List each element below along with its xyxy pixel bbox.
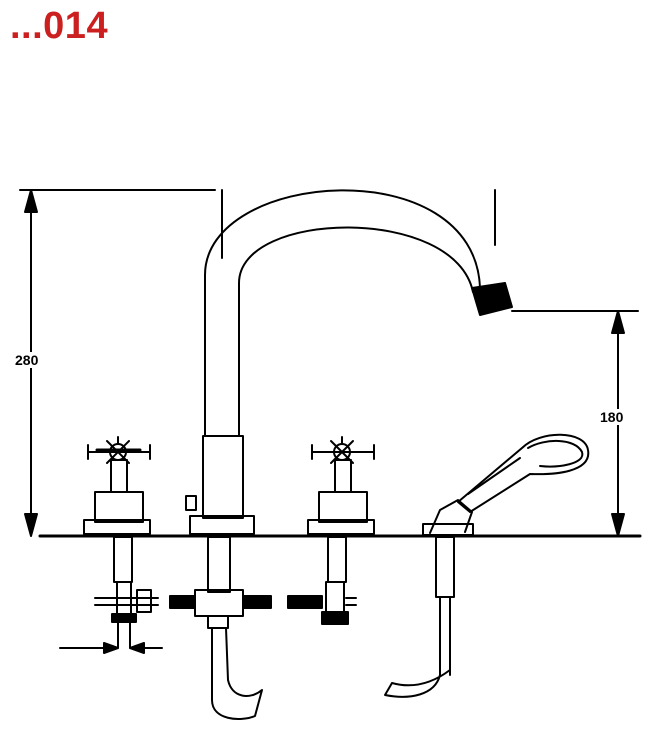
extension-lines <box>221 189 496 259</box>
dimension-label-280: 280 <box>13 352 41 368</box>
under-deck-center-mixer <box>169 536 272 720</box>
spout <box>185 189 513 535</box>
dimension-label-180: 180 <box>598 409 626 425</box>
product-code-title: ...014 <box>10 5 109 47</box>
under-deck-left-valve <box>59 536 163 654</box>
right-valve-handle <box>307 436 375 535</box>
left-valve-handle <box>83 436 151 535</box>
dimension-280 <box>19 189 216 537</box>
under-deck-right-valve <box>287 536 357 625</box>
shower-hose <box>384 536 455 698</box>
dimension-180 <box>511 310 639 537</box>
hand-shower <box>422 433 590 536</box>
